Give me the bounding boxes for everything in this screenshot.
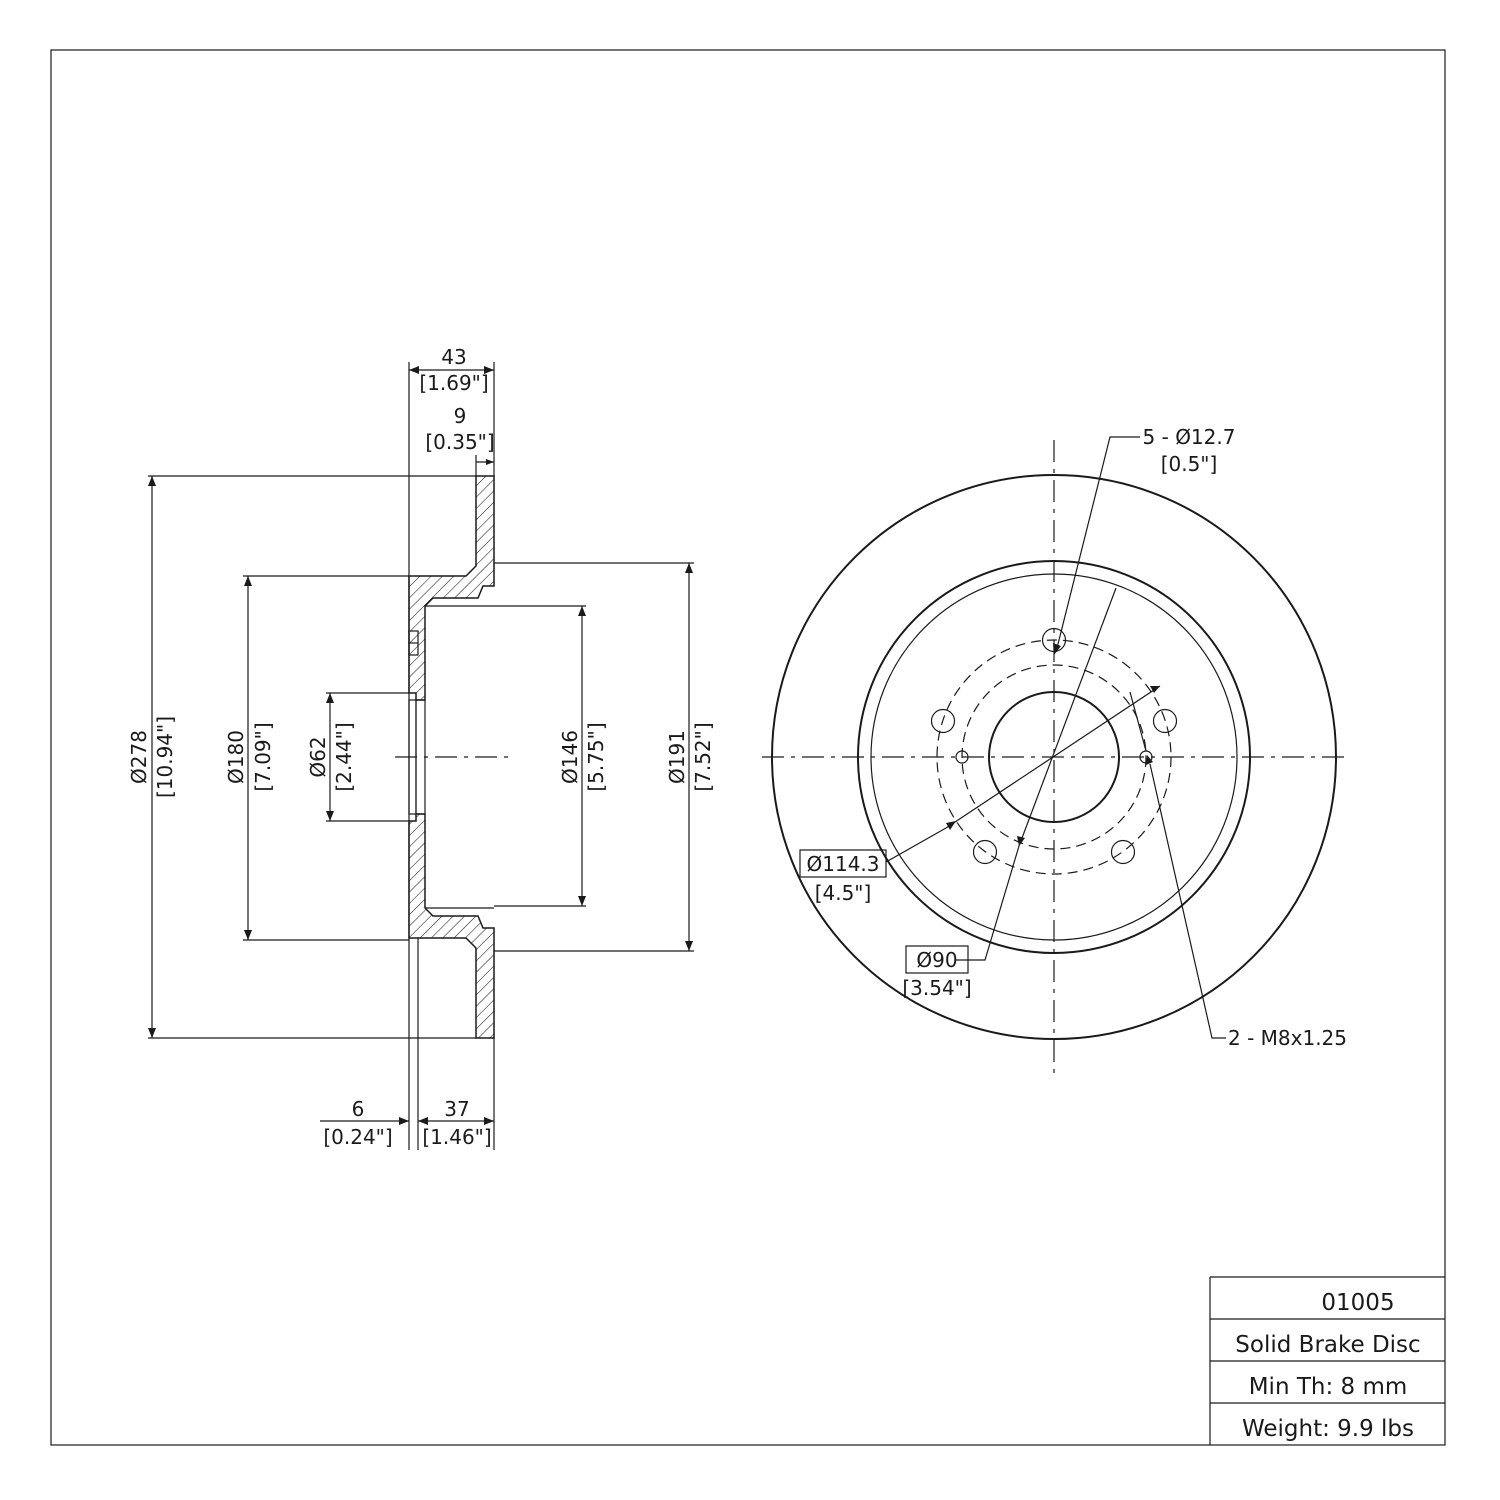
bolt-holes-label: 5 - Ø12.7 xyxy=(1143,425,1236,449)
overall-width-in: [1.69"] xyxy=(419,371,488,395)
rotor-section-top xyxy=(408,475,495,701)
min-thickness: Min Th: 8 mm xyxy=(1249,1374,1408,1400)
center-bore-in: [2.44"] xyxy=(332,722,356,791)
bolt-hole xyxy=(1110,839,1136,865)
rotor-section-bottom xyxy=(408,813,495,1039)
hat-depth-mm: 37 xyxy=(444,1097,469,1121)
face-view xyxy=(762,440,1350,1080)
inner-hat-diameter-in: [5.75"] xyxy=(584,722,608,791)
braking-thickness-in: [0.35"] xyxy=(425,430,494,454)
hat-diameter-mm: Ø180 xyxy=(224,730,248,784)
bolt-circle-inch-label: [4.5"] xyxy=(815,881,872,905)
center-bore-face-label: Ø90 xyxy=(916,948,957,972)
hub-thickness-mm: 6 xyxy=(352,1097,365,1121)
hub-thickness-in: [0.24"] xyxy=(323,1125,392,1149)
friction-inner-diameter-in: [7.52"] xyxy=(691,722,715,791)
bolt-circle-label-box xyxy=(799,849,887,878)
outer-diameter-in: [10.94"] xyxy=(153,716,177,798)
section-dimensions xyxy=(148,362,694,1150)
part-number: 01005 xyxy=(1321,1290,1394,1316)
bolt-hole xyxy=(1152,708,1178,734)
bolt-holes-inch-label: [0.5"] xyxy=(1161,452,1218,476)
title-block: 01005 Solid Brake Disc Min Th: 8 mm Weig… xyxy=(1209,1276,1445,1445)
outer-diameter-mm: Ø278 xyxy=(127,730,151,784)
face-labels: 5 - Ø12.7 [0.5"] Ø114.3 [4.5"] Ø90 [3.54… xyxy=(799,425,1347,1050)
section-view xyxy=(395,475,515,1039)
center-bore-face-inch-label: [3.54"] xyxy=(902,976,971,1000)
hat-depth-in: [1.46"] xyxy=(422,1125,491,1149)
threaded-hole xyxy=(955,750,969,764)
center-bore-label-box xyxy=(905,945,969,974)
threaded-holes-label: 2 - M8x1.25 xyxy=(1228,1026,1347,1050)
bolt-hole xyxy=(972,839,998,865)
center-bore-mm: Ø62 xyxy=(306,736,330,777)
bolt-circle-label: Ø114.3 xyxy=(807,852,880,876)
section-dimension-labels: 43 [1.69"] 9 [0.35"] 6 [0.24"] 37 [1.46"… xyxy=(127,345,715,1149)
face-leaders xyxy=(885,436,1226,1039)
friction-inner-diameter-mm: Ø191 xyxy=(665,730,689,784)
hat-diameter-in: [7.09"] xyxy=(251,722,275,791)
drawing-border xyxy=(50,49,1446,1446)
bore-chamfer xyxy=(415,699,426,815)
inner-hat-diameter-mm: Ø146 xyxy=(558,730,582,784)
bolt-hole xyxy=(930,708,956,734)
weight: Weight: 9.9 lbs xyxy=(1242,1416,1414,1442)
overall-width-mm: 43 xyxy=(441,345,466,369)
part-description: Solid Brake Disc xyxy=(1235,1332,1420,1358)
braking-thickness-mm: 9 xyxy=(454,404,467,428)
